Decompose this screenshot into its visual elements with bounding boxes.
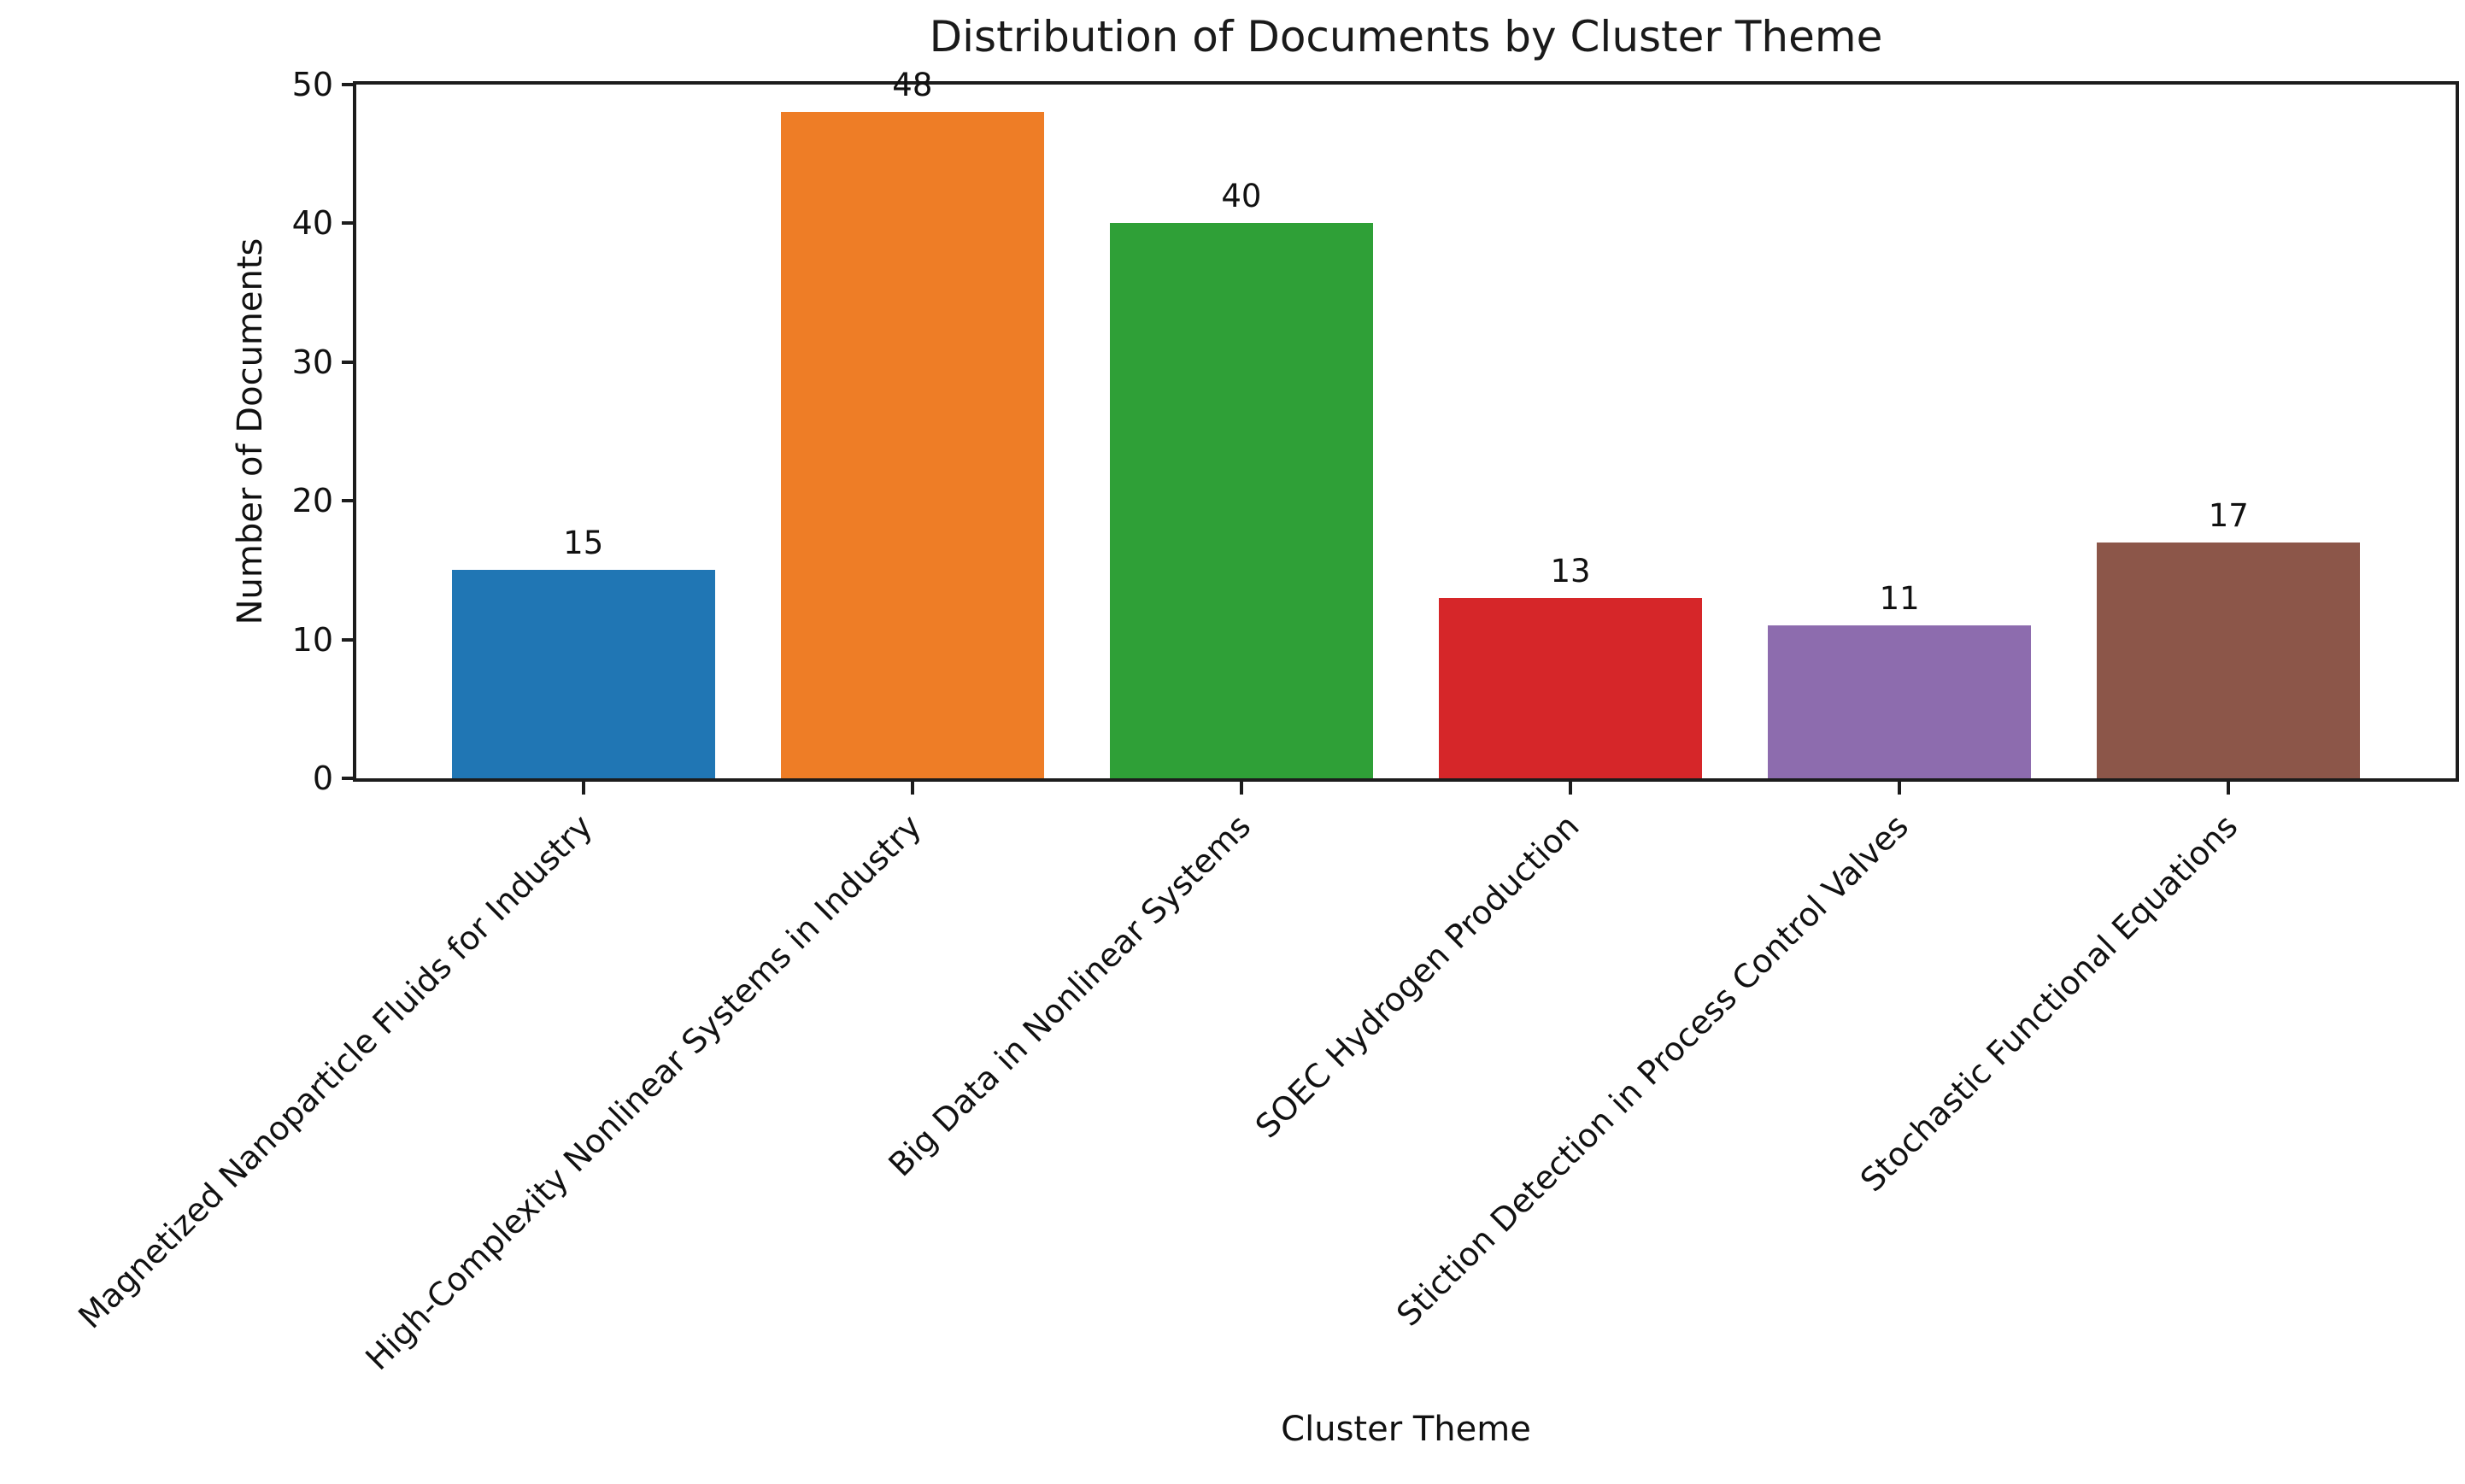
y-tick — [342, 360, 355, 364]
y-tick-label: 20 — [291, 482, 333, 520]
y-tick — [342, 637, 355, 642]
y-tick — [342, 83, 355, 86]
bar — [1109, 223, 1373, 778]
x-axis-label: Cluster Theme — [1281, 1410, 1531, 1449]
y-tick-label: 10 — [291, 620, 333, 659]
x-tick — [1239, 782, 1243, 795]
bar-value-label: 17 — [2208, 496, 2249, 534]
x-tick-label: Stiction Detection in Process Control Va… — [1389, 807, 1916, 1334]
y-tick-label: 30 — [291, 343, 333, 381]
bar-value-label: 40 — [1221, 178, 1262, 215]
x-tick — [581, 782, 585, 795]
y-tick-label: 50 — [291, 66, 333, 103]
x-tick-label: High-Complexity Nonlinear Systems in Ind… — [358, 807, 929, 1378]
bar — [451, 570, 715, 778]
x-tick — [2227, 782, 2231, 795]
y-tick-label: 0 — [312, 760, 333, 797]
y-axis-label: Number of Documents — [231, 238, 270, 625]
bar — [1439, 597, 1703, 778]
plot-area: 15 48 40 13 11 17 — [353, 67, 2459, 782]
y-tick — [342, 221, 355, 226]
x-tick — [910, 782, 914, 795]
bar-value-label: 13 — [1550, 552, 1591, 589]
x-tick-label: Magnetized Nanoparticle Fluids for Indus… — [71, 807, 600, 1336]
bar-value-label: 48 — [892, 67, 933, 104]
y-tick — [342, 499, 355, 503]
y-tick-label: 40 — [291, 204, 333, 243]
bar — [2097, 542, 2361, 778]
bar-value-label: 15 — [563, 525, 604, 562]
y-tick — [342, 777, 355, 780]
bar — [1768, 625, 2032, 778]
x-tick — [1898, 782, 1902, 795]
x-tick — [1569, 782, 1573, 795]
x-tick-label: Stochastic Functional Equations — [1852, 807, 2245, 1200]
x-tick-label: Big Data in Nonlinear Systems — [881, 807, 1258, 1184]
chart-title: Distribution of Documents by Cluster The… — [929, 12, 1883, 62]
x-tick-label: SOEC Hydrogen Production — [1248, 807, 1588, 1146]
bar — [780, 112, 1044, 778]
bar-value-label: 11 — [1879, 580, 1920, 618]
